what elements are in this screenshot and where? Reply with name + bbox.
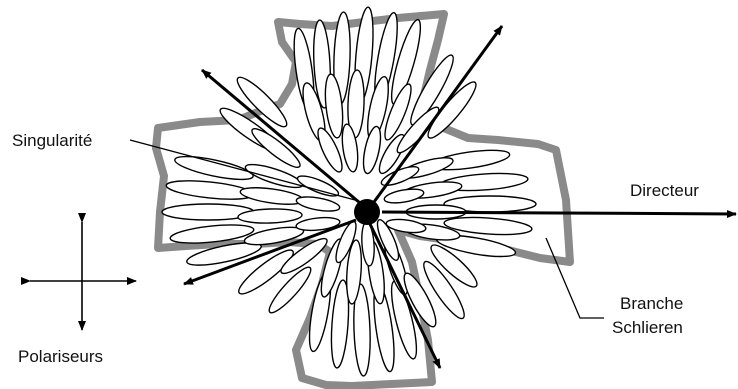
branch-label-line1: Branche xyxy=(620,294,683,313)
director-ellipse xyxy=(295,194,340,213)
branch-label-line2: Schlieren xyxy=(612,318,683,337)
director-ellipses xyxy=(162,6,536,376)
arrow-director xyxy=(382,212,736,214)
singularity-label: Singularité xyxy=(12,131,92,150)
polarizer-cross-icon xyxy=(30,222,136,330)
director-ellipse xyxy=(383,187,424,206)
branch-leader-line xyxy=(546,238,604,318)
polarizers-label: Polariseurs xyxy=(18,347,103,366)
director-ellipse xyxy=(173,152,255,184)
director-label: Directeur xyxy=(630,181,699,200)
